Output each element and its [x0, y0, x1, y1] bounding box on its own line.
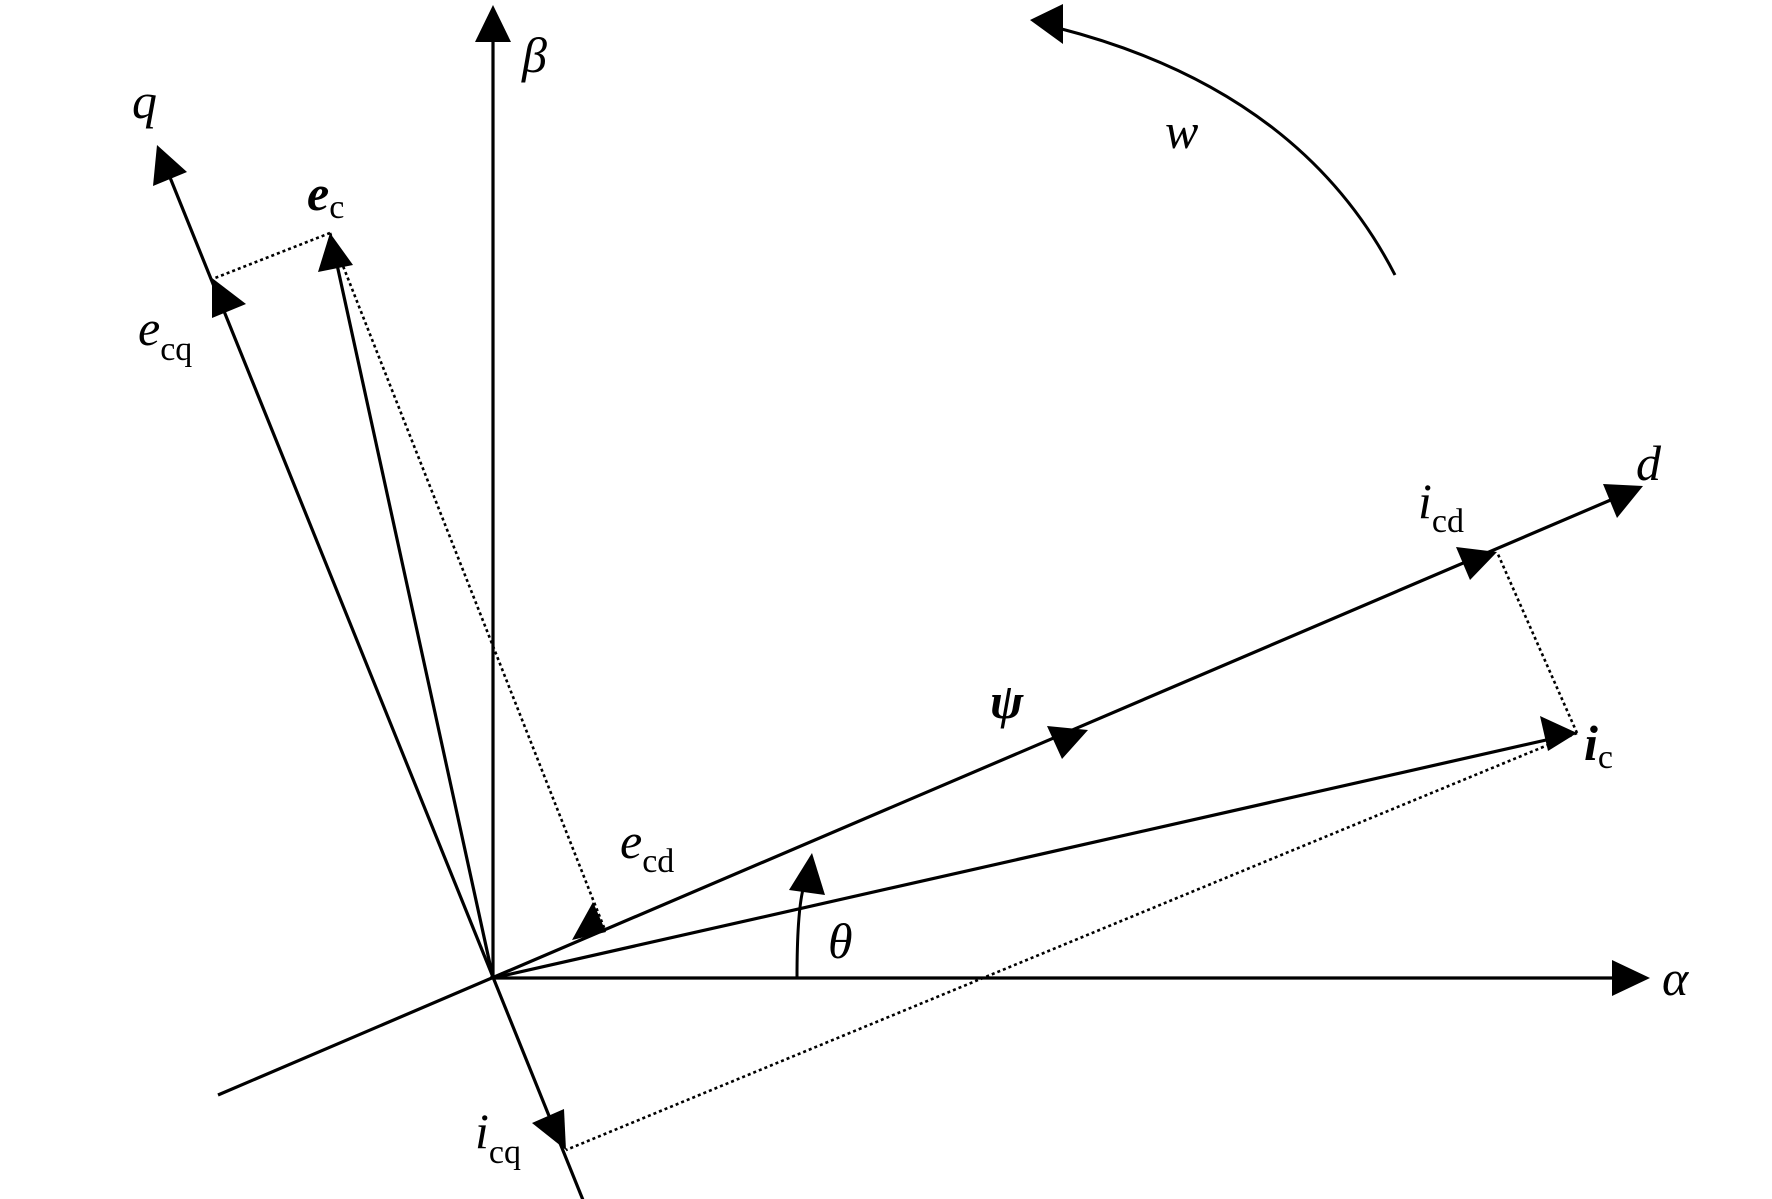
- ec-vector-arrowhead: [318, 233, 353, 272]
- icq-label: icq: [475, 1103, 521, 1171]
- icd-label-sub: cd: [1432, 503, 1464, 540]
- ecd-label-sub: cd: [642, 843, 674, 880]
- icq-label-sub: cq: [489, 1134, 521, 1171]
- rotation-arc: [1057, 26, 1397, 276]
- icd-arrowhead: [1456, 547, 1497, 580]
- ic-to-q-projection: [565, 731, 1578, 1152]
- psi-vector-arrowhead: [1047, 726, 1088, 759]
- q-axis-arrowhead: [153, 145, 187, 186]
- ec-label-main: e: [307, 165, 329, 221]
- ecd-arrowhead: [572, 902, 606, 940]
- w-label: w: [1165, 103, 1198, 159]
- d-label: d: [1636, 435, 1662, 491]
- ecq-arrowhead: [212, 278, 246, 318]
- icq-arrowhead: [532, 1109, 566, 1150]
- theta-angle-arc: [795, 879, 808, 979]
- ec-label-sub: c: [329, 189, 344, 226]
- beta-label: β: [521, 27, 547, 83]
- d-axis: [217, 494, 1621, 1097]
- icq-label-main: i: [475, 1103, 489, 1159]
- beta-axis-arrowhead: [475, 5, 511, 42]
- psi-label: ψ: [990, 673, 1024, 729]
- icd-label: icd: [1418, 473, 1464, 540]
- theta-angle-arrowhead: [789, 853, 825, 895]
- alpha-axis-arrowhead: [1612, 960, 1650, 996]
- rotation-arc-arrowhead: [1030, 4, 1063, 44]
- ic-vector: [492, 736, 1556, 980]
- ic-label-sub: c: [1598, 739, 1613, 776]
- ecq-label-main: e: [138, 300, 160, 356]
- d-axis-arrowhead: [1603, 484, 1643, 518]
- ic-label-main: i: [1584, 715, 1598, 771]
- ecd-label-main: e: [620, 813, 642, 869]
- ic-vector-arrowhead: [1540, 716, 1577, 751]
- ic-label: ic: [1584, 715, 1613, 776]
- icd-label-main: i: [1418, 473, 1432, 529]
- ecd-label: ecd: [620, 813, 674, 880]
- theta-label: θ: [828, 913, 853, 969]
- q-axis: [165, 169, 585, 1199]
- ecq-label: ecq: [138, 300, 192, 368]
- ec-to-q-projection: [214, 231, 331, 280]
- ec-vector: [334, 259, 495, 979]
- ec-label: ec: [307, 165, 344, 226]
- ec-to-d-projection: [328, 232, 607, 931]
- ecq-label-sub: cq: [160, 331, 192, 368]
- ic-to-d-projection: [1495, 551, 1579, 734]
- alpha-label: α: [1662, 950, 1690, 1006]
- q-label: q: [132, 73, 157, 129]
